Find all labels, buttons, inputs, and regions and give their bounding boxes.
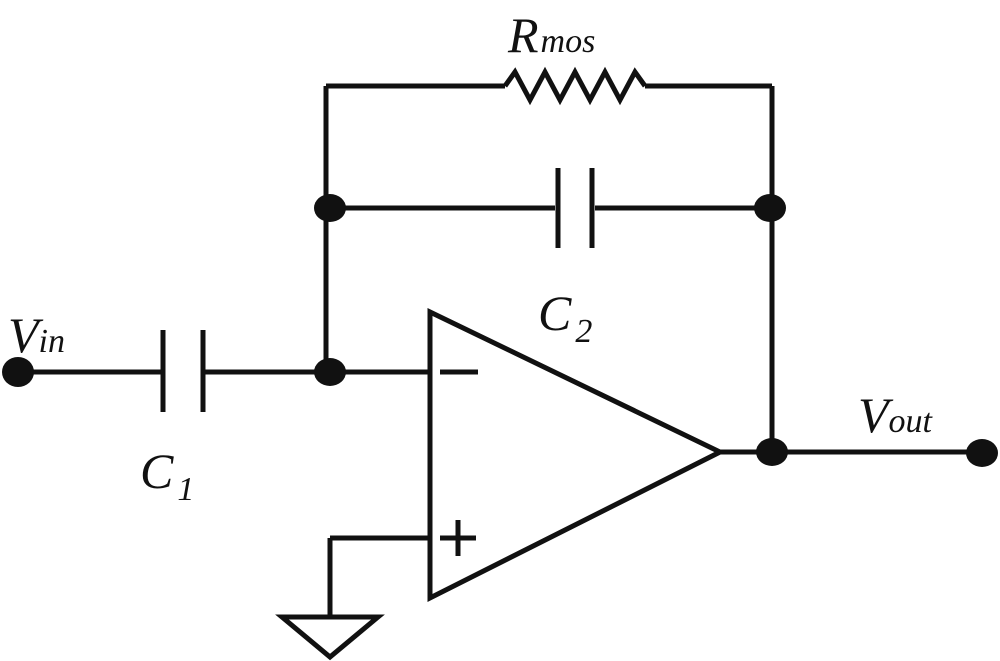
vout-label: Vout: [858, 387, 934, 443]
output-node: [756, 438, 788, 466]
vin-label: Vin: [8, 307, 65, 363]
opamp-triangle: [427, 308, 726, 603]
vin-terminal[interactable]: [2, 357, 34, 387]
c2-left-node: [314, 194, 346, 222]
rmos-resistor: [502, 66, 648, 106]
ground-icon: [275, 614, 385, 661]
rmos-label: Rmos: [507, 7, 595, 63]
vout-terminal[interactable]: [966, 439, 998, 467]
inverting-node: [314, 358, 346, 386]
c2-right-node: [754, 194, 786, 222]
